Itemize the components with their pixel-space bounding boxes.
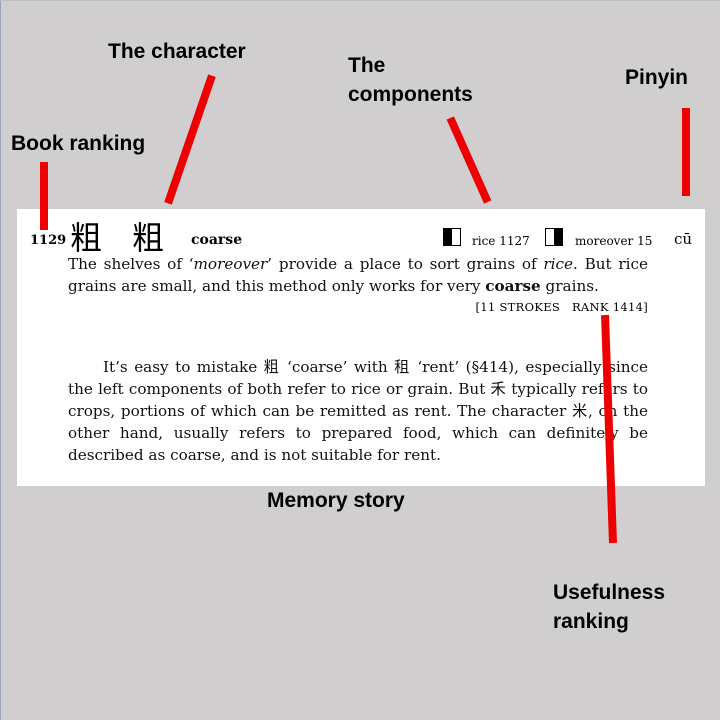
frame-border-left <box>0 0 1 720</box>
pointer-book-ranking <box>40 162 48 230</box>
right-half-filled-square-icon <box>545 228 563 246</box>
dictionary-entry-panel <box>17 209 705 486</box>
component-rice: rice 1127 <box>472 234 530 248</box>
callout-book-ranking: Book ranking <box>11 132 146 155</box>
component-number: 1127 <box>499 234 530 248</box>
component-name: moreover <box>575 234 634 248</box>
callout-components-line1: The <box>348 54 386 77</box>
callout-memory-story: Memory story <box>267 489 405 512</box>
stroke-count: [11 STROKES <box>475 300 561 314</box>
callout-usefulness-line2: ranking <box>553 610 629 633</box>
explanation-paragraph: It’s easy to mistake 粗 ‘coarse’ with 租 ‘… <box>68 358 648 464</box>
component-number: 15 <box>637 234 653 248</box>
pointer-components <box>446 116 492 204</box>
left-half-filled-square-icon <box>443 228 461 246</box>
character-glyph-secondary: 粗 <box>132 219 165 257</box>
memory-story-text: The shelves of ‘moreover’ provide a plac… <box>68 255 649 295</box>
character-glyph-primary: 粗 <box>70 219 103 257</box>
stroke-and-rank-info: [11 STROKES RANK 1414] <box>476 300 648 314</box>
callout-components-line2: components <box>348 83 473 106</box>
component-moreover: moreover 15 <box>575 234 652 248</box>
book-ranking-number: 1129 <box>30 233 67 248</box>
frame-border-top <box>0 0 720 1</box>
pinyin-text: cū <box>674 230 693 248</box>
pointer-pinyin <box>682 108 690 196</box>
callout-usefulness-line1: Usefulness <box>553 581 666 604</box>
component-name: rice <box>472 234 496 248</box>
character-keyword: coarse <box>191 232 243 248</box>
callout-character: The character <box>108 40 246 63</box>
usefulness-rank: RANK 1414] <box>571 300 648 314</box>
pointer-character <box>164 74 216 205</box>
callout-pinyin: Pinyin <box>625 66 689 89</box>
